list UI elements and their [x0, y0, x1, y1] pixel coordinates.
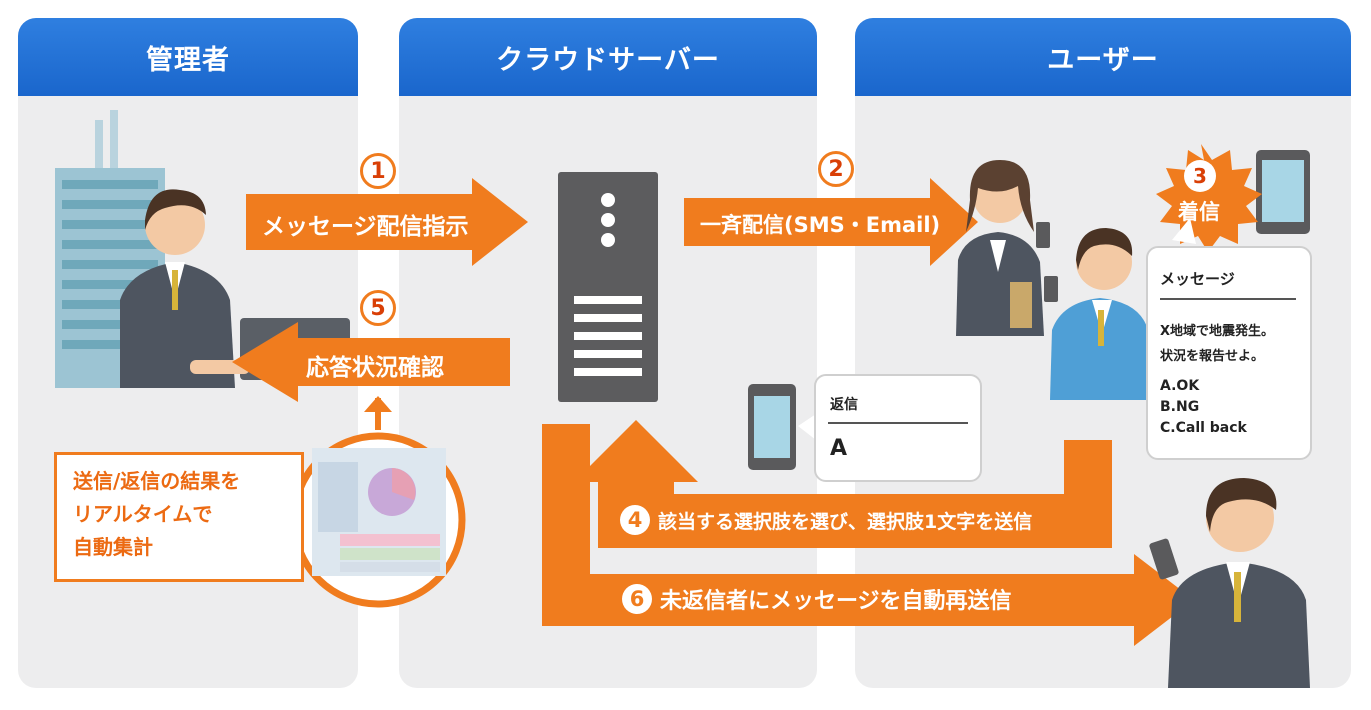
arrow-step2 — [684, 178, 978, 266]
reply-bubble-tail — [798, 414, 816, 440]
step2-label: 一斉配信(SMS・Email) — [700, 213, 941, 237]
step5-badge: 5 — [360, 290, 396, 326]
step3-badge: 3 — [1184, 160, 1216, 192]
smartphone-icon — [748, 384, 796, 470]
businesswoman-icon — [956, 160, 1050, 336]
step4-badge: 4 — [620, 505, 650, 535]
step6-badge: 6 — [622, 584, 652, 614]
message-bubble: メッセージ X地域で地震発生。 状況を報告せよ。 A.OK B.NG C.Cal… — [1146, 246, 1312, 460]
incoming-starburst — [1156, 144, 1262, 252]
reply-title: 返信 — [830, 397, 858, 413]
step6-caption: 6 未返信者にメッセージを自動再送信 — [622, 583, 1012, 615]
reply-bubble: 返信 A — [814, 374, 982, 482]
businessman-icon — [1044, 228, 1152, 400]
step4-caption: 4 該当する選択肢を選び、選択肢1文字を送信 — [620, 505, 1032, 535]
server-icon — [558, 172, 658, 402]
step5-label: 応答状況確認 — [306, 355, 444, 381]
message-option-b: B.NG — [1160, 399, 1200, 415]
arrow-step6 — [542, 424, 1194, 646]
message-divider — [1160, 298, 1296, 300]
step3-label: 着信 — [1178, 200, 1220, 224]
step1-badge: 1 — [360, 153, 396, 189]
arrow-step5 — [232, 322, 510, 402]
user-column-header: ユーザー — [855, 18, 1351, 96]
arrow-step4 — [574, 420, 1112, 548]
smartphone-icon — [1256, 150, 1310, 234]
message-option-a: A.OK — [1160, 378, 1200, 394]
message-line2: 状況を報告せよ。 — [1160, 349, 1265, 364]
step4-label: 該当する選択肢を選び、選択肢1文字を送信 — [658, 510, 1033, 533]
message-title: メッセージ — [1160, 270, 1235, 288]
message-option-c: C.Call back — [1160, 420, 1247, 436]
chart-magnifier-icon — [290, 396, 466, 608]
admin-column-header: 管理者 — [18, 18, 358, 96]
step2-badge: 2 — [818, 151, 854, 187]
cloud-column-header: クラウドサーバー — [399, 18, 817, 96]
summary-note: 送信/返信の結果を リアルタイムで 自動集計 — [54, 452, 304, 582]
message-bubble-tail — [1172, 218, 1196, 244]
message-line1: X地域で地震発生。 — [1160, 324, 1275, 339]
reply-divider — [828, 422, 968, 424]
arrow-step1 — [246, 178, 528, 266]
step1-label: メッセージ配信指示 — [262, 214, 469, 240]
businessman-icon — [1149, 478, 1310, 688]
step6-label: 未返信者にメッセージを自動再送信 — [660, 589, 1012, 614]
reply-value: A — [830, 436, 848, 461]
